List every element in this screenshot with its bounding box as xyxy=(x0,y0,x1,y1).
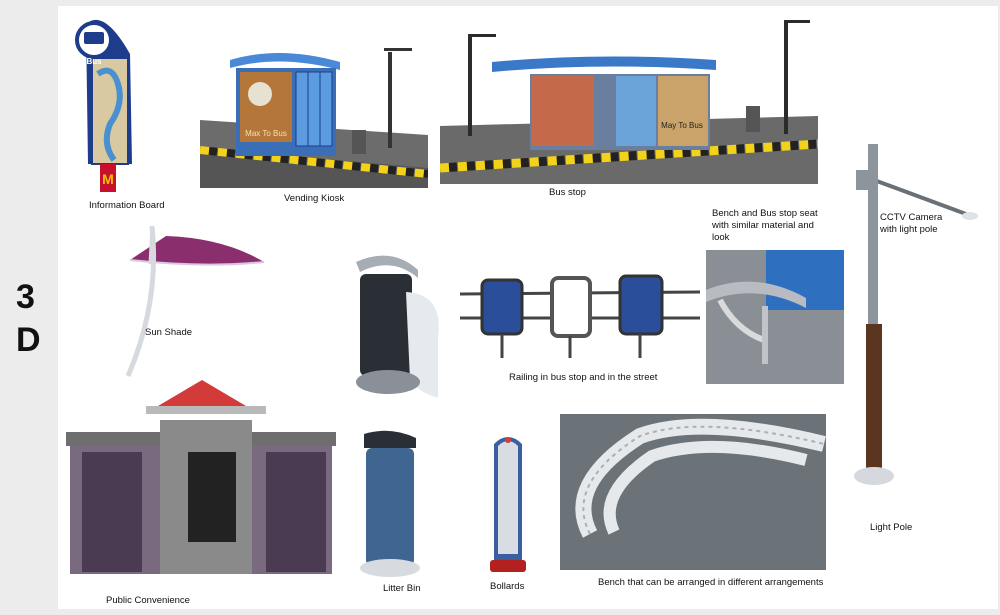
caption-light-pole: Light Pole xyxy=(870,522,913,533)
caption-railing: Railing in bus stop and in the street xyxy=(509,372,658,383)
caption-bench-seat: Bench and Bus stop seat with similar mat… xyxy=(712,208,818,243)
caption-vending-kiosk: Vending Kiosk xyxy=(284,193,345,204)
bus-stop-illustration: May To Bus xyxy=(440,16,818,184)
public-convenience-illustration xyxy=(66,380,336,576)
kiosk-sign-text: Max To Bus xyxy=(245,129,287,138)
caption-bus-stop: Bus stop xyxy=(549,187,586,198)
caption-bollards: Bollards xyxy=(490,581,525,592)
bus-ad-text: May To Bus xyxy=(661,121,703,130)
bollard-illustration xyxy=(486,432,530,578)
bus-sign-text: Bus xyxy=(86,57,102,66)
bench-seat-illustration xyxy=(706,250,844,384)
litter-bin-illustration xyxy=(358,428,422,578)
caption-information-board: Information Board xyxy=(89,200,165,211)
litter-bin-large-illustration xyxy=(352,252,448,402)
caption-litter-bin: Litter Bin xyxy=(383,583,421,594)
sun-shade-illustration xyxy=(114,222,270,382)
caption-bench-arrange: Bench that can be arranged in different … xyxy=(598,577,824,588)
caption-cctv: CCTV Camera with light pole xyxy=(880,212,943,235)
caption-sun-shade: Sun Shade xyxy=(145,327,193,338)
railing-illustration xyxy=(460,272,700,364)
vending-kiosk-illustration: Max To Bus xyxy=(200,40,428,188)
side-label-d: D xyxy=(16,321,41,359)
caption-public-convenience: Public Convenience xyxy=(106,595,190,606)
light-pole-illustration xyxy=(846,140,978,492)
bench-arrangement-illustration xyxy=(560,414,826,570)
side-label-3: 3 xyxy=(16,278,35,316)
m-logo: M xyxy=(102,171,114,187)
information-board-illustration: Bus M xyxy=(74,14,136,192)
